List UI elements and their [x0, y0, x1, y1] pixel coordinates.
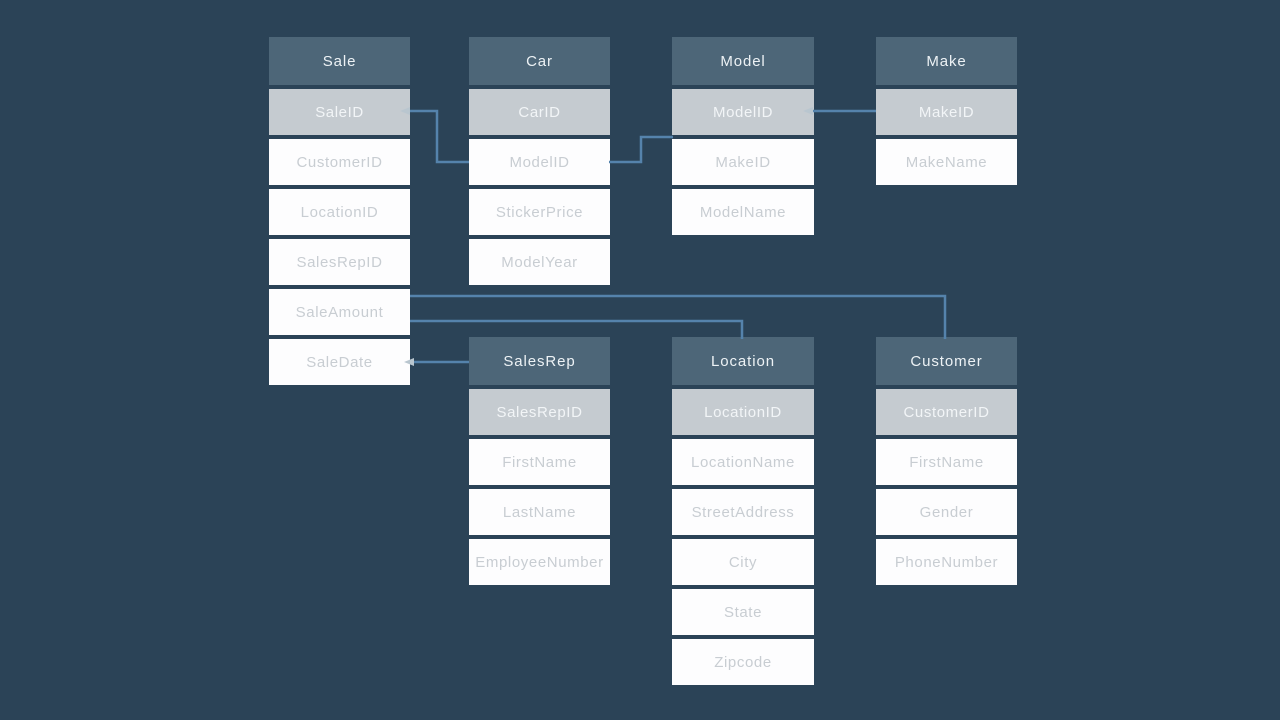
- connector-sale-car: [410, 109, 469, 164]
- table-make-header: Make: [876, 37, 1017, 85]
- table-car-header: Car: [469, 37, 610, 85]
- field-salesrep-lastname: LastName: [469, 489, 610, 535]
- table-car: Car CarID ModelID StickerPrice ModelYear: [469, 37, 610, 285]
- table-customer-header: Customer: [876, 337, 1017, 385]
- field-salesrep-employeenumber: EmployeeNumber: [469, 539, 610, 585]
- field-customer-phonenumber: PhoneNumber: [876, 539, 1017, 585]
- field-customer-firstname: FirstName: [876, 439, 1017, 485]
- table-sale: Sale SaleID CustomerID LocationID SalesR…: [269, 37, 410, 385]
- field-customer-customerid: CustomerID: [876, 389, 1017, 435]
- table-sale-header: Sale: [269, 37, 410, 85]
- field-sale-locationid: LocationID: [269, 189, 410, 235]
- table-model-header: Model: [672, 37, 814, 85]
- field-sale-salesrepid: SalesRepID: [269, 239, 410, 285]
- field-make-makename: MakeName: [876, 139, 1017, 185]
- field-model-modelname: ModelName: [672, 189, 814, 235]
- field-car-modelyear: ModelYear: [469, 239, 610, 285]
- field-sale-customerid: CustomerID: [269, 139, 410, 185]
- field-car-carid: CarID: [469, 89, 610, 135]
- field-location-zipcode: Zipcode: [672, 639, 814, 685]
- field-location-locationid: LocationID: [672, 389, 814, 435]
- field-salesrep-firstname: FirstName: [469, 439, 610, 485]
- field-make-makeid: MakeID: [876, 89, 1017, 135]
- field-location-state: State: [672, 589, 814, 635]
- table-model: Model ModelID MakeID ModelName: [672, 37, 814, 235]
- field-salesrep-salesrepid: SalesRepID: [469, 389, 610, 435]
- field-customer-gender: Gender: [876, 489, 1017, 535]
- table-salesrep-header: SalesRep: [469, 337, 610, 385]
- field-location-city: City: [672, 539, 814, 585]
- table-location-header: Location: [672, 337, 814, 385]
- field-model-modelid: ModelID: [672, 89, 814, 135]
- connector-sale-customer: [410, 294, 947, 339]
- field-location-locationname: LocationName: [672, 439, 814, 485]
- connector-car-model: [609, 135, 673, 164]
- table-customer: Customer CustomerID FirstName Gender Pho…: [876, 337, 1017, 585]
- table-location: Location LocationID LocationName StreetA…: [672, 337, 814, 685]
- field-car-stickerprice: StickerPrice: [469, 189, 610, 235]
- field-car-modelid: ModelID: [469, 139, 610, 185]
- field-location-streetaddress: StreetAddress: [672, 489, 814, 535]
- table-make: Make MakeID MakeName: [876, 37, 1017, 185]
- field-sale-saleamount: SaleAmount: [269, 289, 410, 335]
- field-sale-saledate: SaleDate: [269, 339, 410, 385]
- table-salesrep: SalesRep SalesRepID FirstName LastName E…: [469, 337, 610, 585]
- field-sale-saleid: SaleID: [269, 89, 410, 135]
- field-model-makeid: MakeID: [672, 139, 814, 185]
